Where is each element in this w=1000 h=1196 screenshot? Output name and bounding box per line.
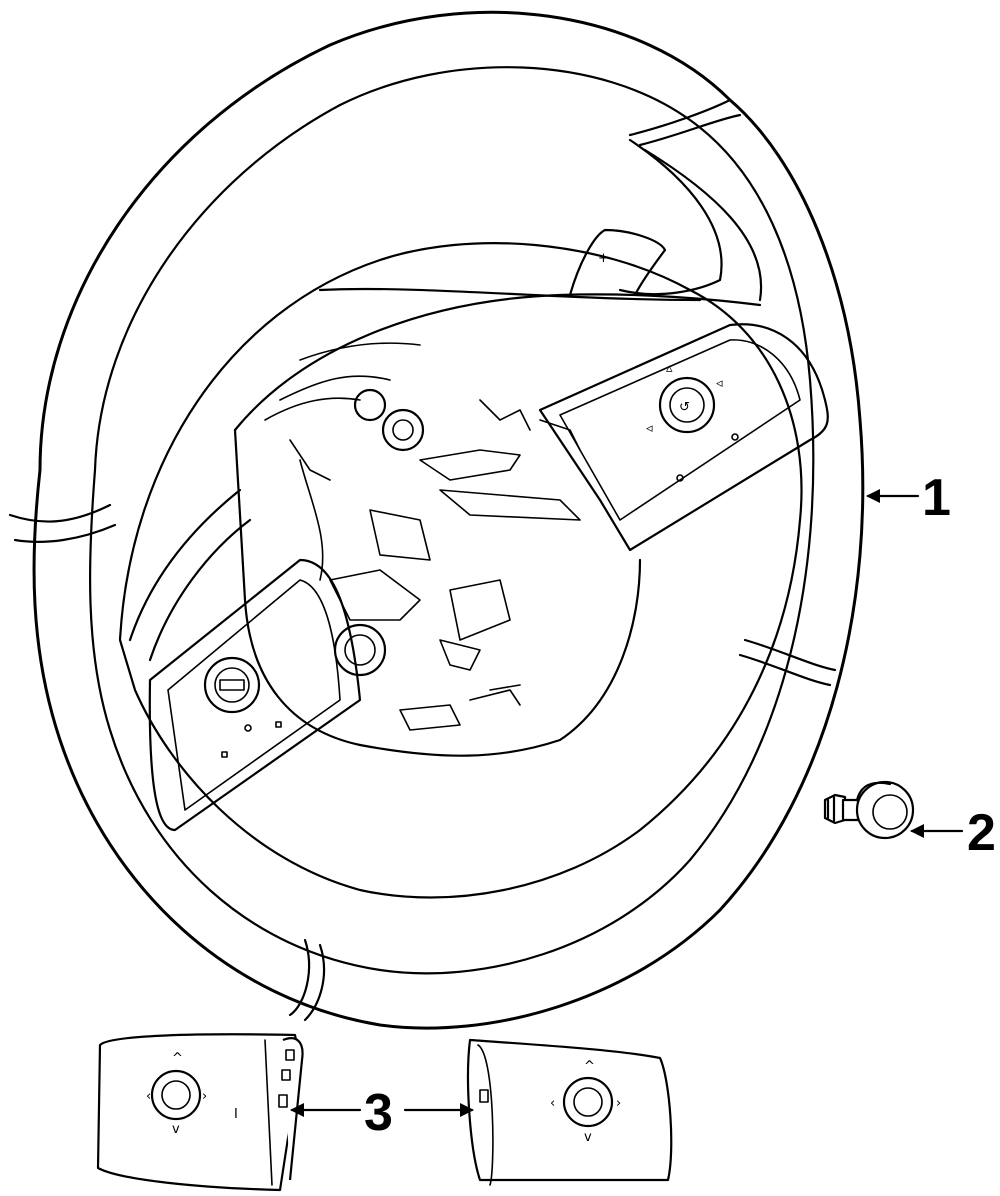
svg-text:◃: ◃: [716, 376, 723, 391]
svg-text:^: ^: [172, 1051, 183, 1066]
svg-text:^: ^: [584, 1059, 595, 1074]
callout-3: 3: [290, 1084, 474, 1142]
callout-3-label: 3: [364, 1084, 393, 1142]
left-switch-panel-icon: ^ ‹ › v I: [96, 1033, 304, 1192]
svg-text:‹: ‹: [550, 1096, 555, 1111]
svg-text:+: +: [598, 251, 609, 266]
steering-wheel-icon: + ↺ ▵ ◃ ◃: [8, 10, 865, 1030]
svg-text:v: v: [584, 1130, 592, 1145]
svg-text:‹: ‹: [146, 1089, 151, 1104]
callout-2: 2: [910, 804, 996, 862]
svg-text:◃: ◃: [646, 421, 653, 436]
svg-text:▵: ▵: [666, 361, 673, 376]
svg-text:v: v: [172, 1122, 180, 1137]
bolt-icon: [823, 780, 915, 840]
callout-1: 1: [866, 469, 951, 527]
svg-text:↺: ↺: [679, 400, 690, 415]
right-switch-panel-icon: ^ ‹ › v: [466, 1038, 673, 1186]
callout-1-label: 1: [922, 469, 951, 527]
svg-text:I: I: [234, 1107, 238, 1122]
callout-2-label: 2: [967, 804, 996, 862]
svg-text:›: ›: [616, 1096, 621, 1111]
svg-text:›: ›: [202, 1089, 207, 1104]
